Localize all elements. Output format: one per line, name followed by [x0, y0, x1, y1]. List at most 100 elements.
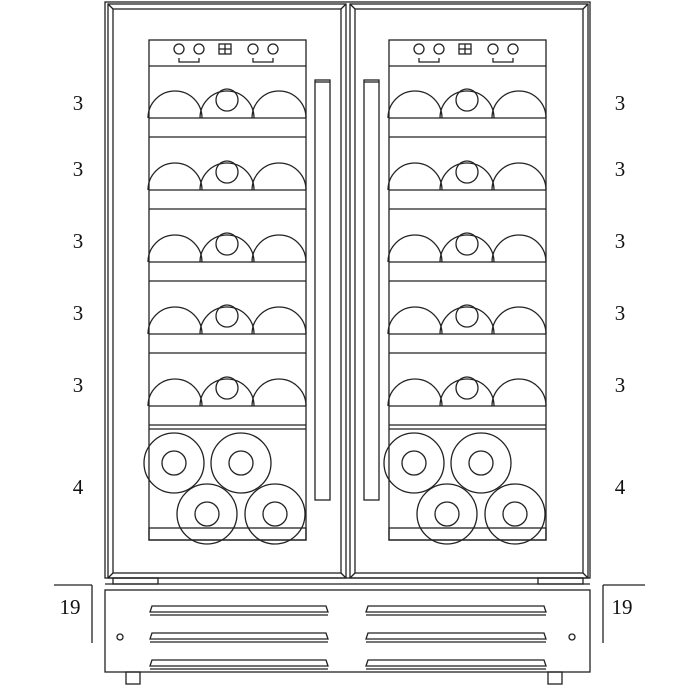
shelf-row — [387, 304, 547, 354]
bottle-end — [143, 432, 205, 494]
bottle-end — [439, 90, 495, 119]
shelf-row — [147, 160, 307, 210]
door-bevel — [107, 572, 114, 579]
bottle-end — [251, 234, 307, 263]
base-grille — [104, 583, 591, 673]
light-button-icon — [193, 43, 205, 55]
right-row-count-label: 3 — [615, 157, 626, 181]
door-bevel — [340, 3, 347, 10]
bottle-neck — [228, 450, 254, 476]
minus-button-icon — [267, 43, 279, 55]
right-door — [349, 3, 589, 579]
bottle-end — [450, 432, 512, 494]
shelf-row — [147, 88, 307, 138]
shelf-row — [147, 232, 307, 282]
bottle-end — [491, 378, 547, 407]
bottle-neck — [468, 450, 494, 476]
bottle-end — [387, 306, 443, 335]
base-label-right: 19 — [612, 595, 633, 619]
bottle-neck — [161, 450, 187, 476]
bottle-end — [244, 483, 306, 545]
bottle-end — [147, 306, 203, 335]
vent-slot — [365, 632, 547, 640]
bottle-end — [439, 234, 495, 263]
door-handle — [363, 79, 380, 501]
bottle-neck — [262, 501, 288, 527]
vent-slot — [149, 632, 329, 640]
cabinet-outline — [104, 1, 591, 579]
shelf-front — [148, 527, 307, 541]
shelf-row — [387, 376, 547, 426]
bottle-end — [383, 432, 445, 494]
door-bevel — [582, 3, 589, 10]
bottle-neck — [455, 376, 479, 400]
shelf-front — [388, 527, 547, 541]
bottle-end — [491, 90, 547, 119]
bottle-end — [147, 162, 203, 191]
bracket — [492, 58, 514, 63]
door-bevel — [349, 572, 356, 579]
bottom-shelf — [143, 428, 307, 545]
bottle-end — [210, 432, 272, 494]
bracket — [252, 58, 274, 63]
bottle-neck — [215, 88, 239, 112]
bottle-end — [199, 378, 255, 407]
door-glass — [354, 8, 584, 574]
plus-button-icon — [487, 43, 499, 55]
bracket — [178, 58, 200, 63]
base-label-left: 19 — [60, 595, 81, 619]
right-row-count-label: 3 — [615, 301, 626, 325]
door-bevel — [582, 572, 589, 579]
shelf-panel — [388, 39, 547, 541]
right-row-count-label: 3 — [615, 373, 626, 397]
left-door — [107, 3, 347, 579]
bottle-end — [387, 90, 443, 119]
left-row-count-label: 3 — [73, 229, 84, 253]
bottle-end — [387, 378, 443, 407]
door-frame — [349, 3, 589, 579]
bottle-end — [416, 483, 478, 545]
left-row-count-label: 4 — [73, 475, 84, 499]
bottle-neck — [215, 376, 239, 400]
plinth — [104, 589, 591, 673]
bottle-neck — [455, 304, 479, 328]
bracket — [418, 58, 440, 63]
door-bevel — [349, 3, 356, 10]
bottle-end — [491, 306, 547, 335]
bottle-end — [387, 162, 443, 191]
bottle-neck — [215, 232, 239, 256]
shelf-row — [387, 160, 547, 210]
screw-icon — [116, 633, 124, 641]
bottle-end — [147, 234, 203, 263]
bottle-neck — [455, 160, 479, 184]
minus-button-icon — [507, 43, 519, 55]
bottle-neck — [502, 501, 528, 527]
vent-slot — [365, 605, 547, 613]
right-row-count-label: 4 — [615, 475, 626, 499]
door-handle — [314, 79, 331, 501]
right-row-count-label: 3 — [615, 91, 626, 115]
bottle-end — [439, 378, 495, 407]
shelf-row — [387, 232, 547, 282]
power-button-icon — [173, 43, 185, 55]
door-glass — [112, 8, 342, 574]
light-button-icon — [433, 43, 445, 55]
left-row-count-label: 3 — [73, 91, 84, 115]
bottle-end — [147, 90, 203, 119]
vent-slot — [365, 659, 547, 667]
bottle-neck — [194, 501, 220, 527]
bottle-end — [199, 306, 255, 335]
bottle-end — [491, 234, 547, 263]
power-button-icon — [413, 43, 425, 55]
bottle-end — [251, 90, 307, 119]
foot-left — [125, 671, 141, 685]
bottle-neck — [455, 88, 479, 112]
bottle-end — [147, 378, 203, 407]
door-bevel — [107, 3, 114, 10]
door-frame — [107, 3, 347, 579]
bottle-end — [251, 378, 307, 407]
bottle-end — [176, 483, 238, 545]
bottle-neck — [434, 501, 460, 527]
bottom-shelf — [383, 428, 547, 545]
